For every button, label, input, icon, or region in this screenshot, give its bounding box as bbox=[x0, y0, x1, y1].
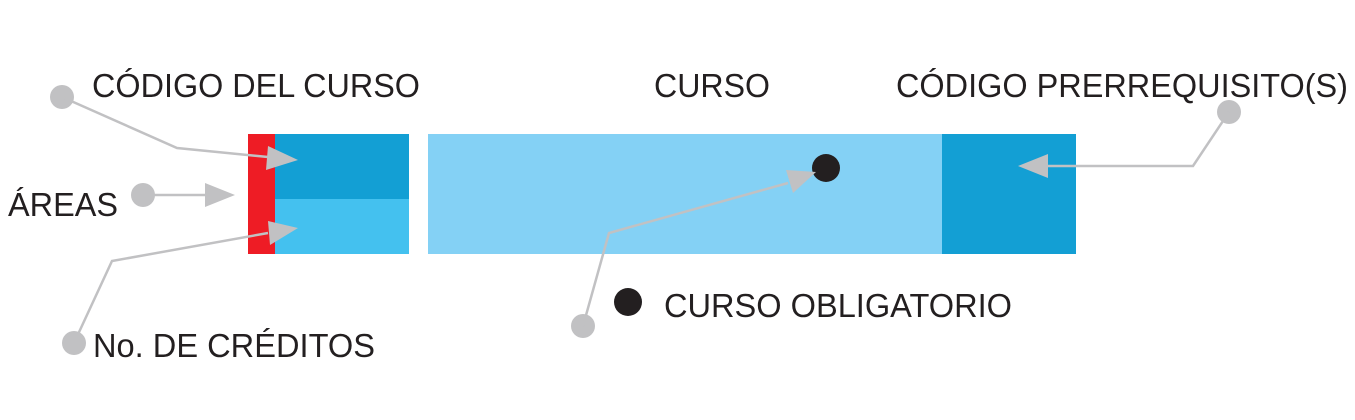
mandatory-legend-dot bbox=[614, 288, 642, 316]
label-prerequisite-code: CÓDIGO PRERREQUISITO(S) bbox=[896, 67, 1348, 104]
callout-line-mandatory bbox=[581, 181, 789, 327]
label-mandatory-course: CURSO OBLIGATORIO bbox=[664, 287, 1012, 324]
callout-mandatory bbox=[571, 170, 816, 338]
arrowhead-areas bbox=[205, 183, 235, 207]
callout-credits bbox=[62, 221, 298, 355]
arrowhead-prerequisite bbox=[1018, 154, 1048, 178]
label-course: CURSO bbox=[654, 67, 770, 104]
credits-box bbox=[275, 199, 409, 254]
callout-line-prerequisite bbox=[1048, 111, 1231, 168]
mandatory-course-marker bbox=[812, 154, 840, 182]
callout-course-code bbox=[50, 85, 298, 170]
callout-prerequisite bbox=[1018, 100, 1241, 178]
arrowhead-credits bbox=[268, 221, 298, 245]
label-course-code: CÓDIGO DEL CURSO bbox=[92, 67, 420, 104]
label-credits: No. DE CRÉDITOS bbox=[93, 327, 375, 364]
course-code-box bbox=[275, 134, 409, 199]
callout-line-course-code bbox=[61, 95, 269, 159]
label-areas: ÁREAS bbox=[8, 186, 118, 223]
callout-areas bbox=[131, 183, 235, 207]
arrowhead-mandatory bbox=[786, 170, 816, 193]
arrowhead-course-code bbox=[266, 146, 298, 170]
prerequisite-code-box bbox=[942, 134, 1076, 254]
course-name-box bbox=[428, 134, 942, 254]
callout-line-credits bbox=[72, 231, 269, 344]
